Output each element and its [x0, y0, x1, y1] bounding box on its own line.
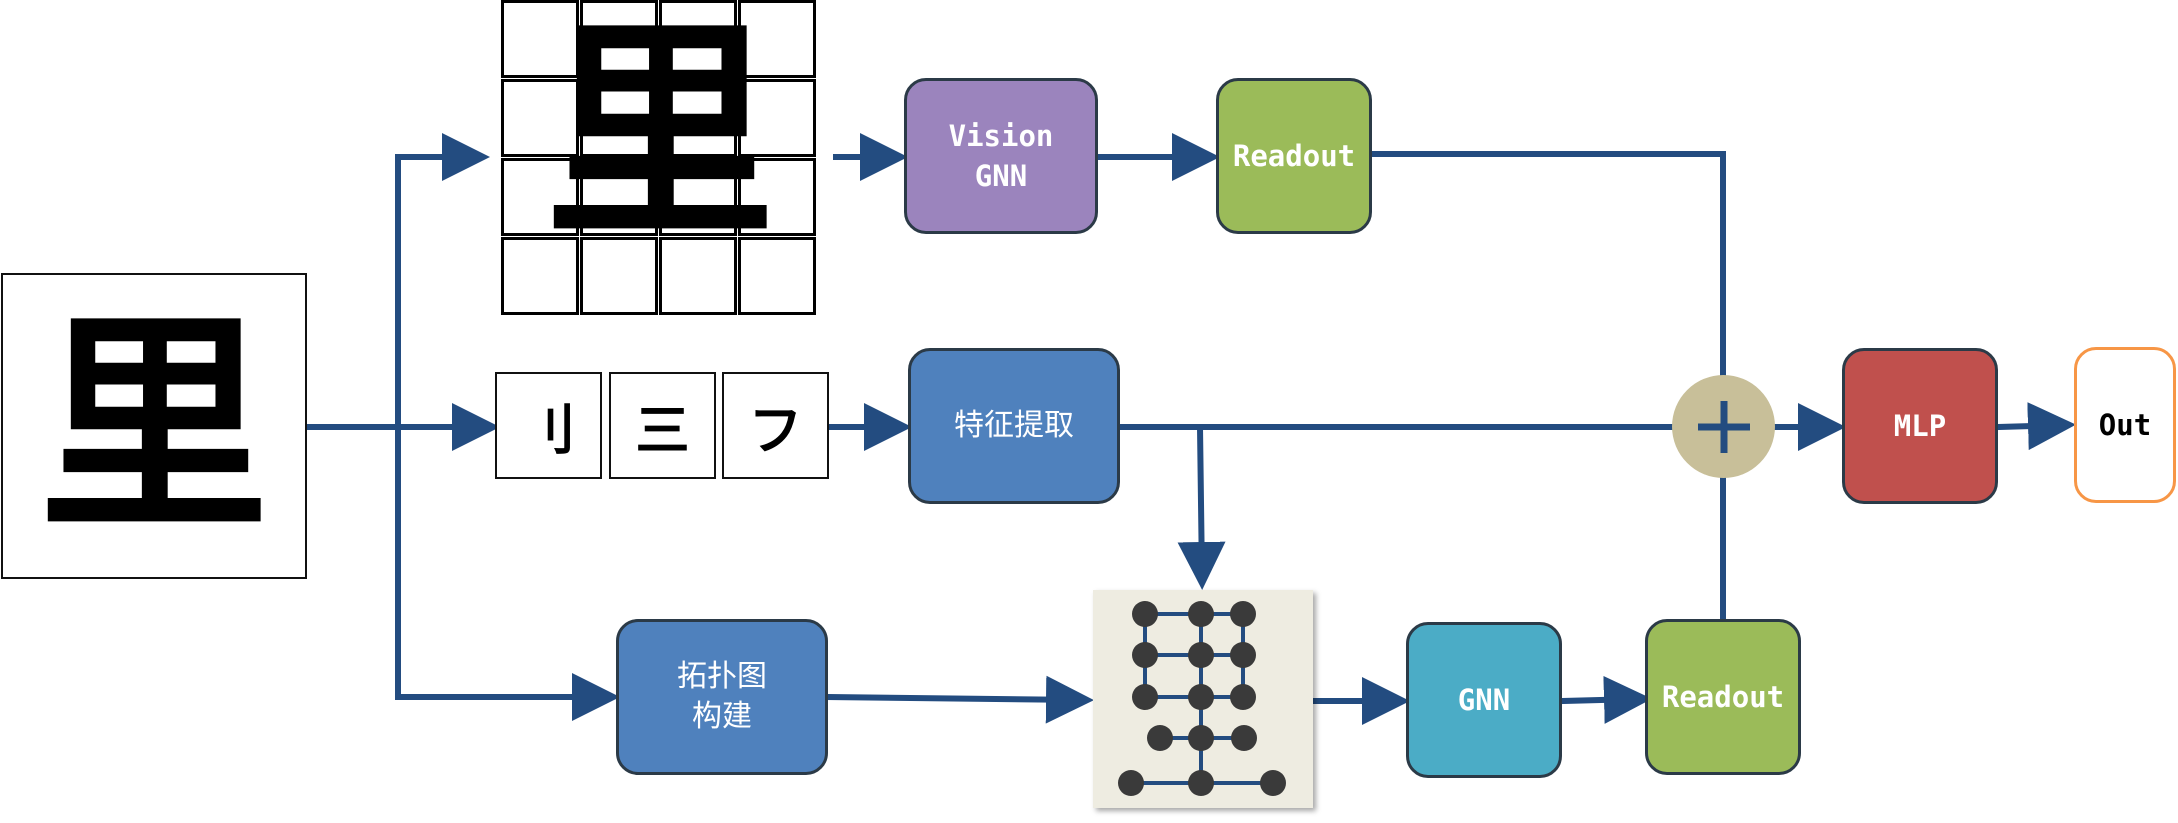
arrow-feature-to-graph [1177, 423, 1226, 590]
mlp-block: MLP [1842, 348, 1998, 504]
feature-extraction-block: 特征提取 [908, 348, 1120, 504]
patch-cell [738, 158, 816, 236]
patch-cell [501, 237, 579, 315]
arrow-branch-to-patches [395, 133, 490, 430]
stroke-3: フ [748, 398, 803, 462]
plus-icon [1672, 375, 1775, 478]
readout-bottom-block: Readout [1645, 619, 1801, 775]
readout-top-block: Readout [1216, 78, 1372, 234]
patch-cell [659, 237, 737, 315]
patch-cell [659, 158, 737, 236]
line-readout-top-to-plus [1369, 151, 1726, 383]
patch-cell [501, 158, 579, 236]
stroke-1: 刂 [521, 398, 576, 462]
patch-cell [580, 158, 658, 236]
gnn-block: GNN [1406, 622, 1562, 778]
patch-cell [501, 0, 579, 78]
patch-cell [580, 0, 658, 78]
out-block: Out [2074, 347, 2176, 503]
arrow-topology-to-graph [824, 675, 1094, 724]
stroke-2: 三 [635, 398, 690, 462]
patch-cell [659, 79, 737, 157]
patch-cell [738, 0, 816, 78]
arrow-mlp-to-out [1994, 402, 2076, 451]
patch-grid: 里 [501, 0, 816, 315]
arrow-gnn-to-readout [1558, 675, 1652, 724]
stroke-patch-3: フ [722, 372, 829, 479]
patch-cell [738, 237, 816, 315]
patch-cell [580, 237, 658, 315]
arrow-branch-to-topology [395, 424, 620, 721]
patch-cell [738, 79, 816, 157]
input-character-image: 里 [1, 273, 307, 579]
patch-cell [659, 0, 737, 78]
patch-cell [580, 79, 658, 157]
input-character: 里 [38, 291, 269, 561]
topology-build-block: 拓扑图 构建 [616, 619, 828, 775]
graph-icon [1093, 590, 1313, 808]
patch-cell [501, 79, 579, 157]
stroke-patch-1: 刂 [495, 372, 602, 479]
stroke-patch-2: 三 [609, 372, 716, 479]
vision-gnn-block: Vision GNN [904, 78, 1098, 234]
